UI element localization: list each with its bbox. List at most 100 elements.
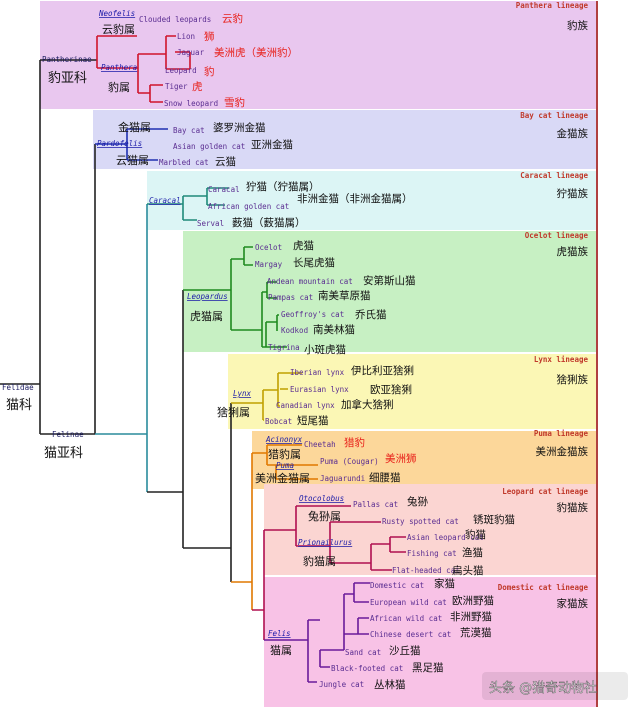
lineage-name-label: Panthera lineage bbox=[516, 1, 589, 10]
species-cn-label: 豹猫 bbox=[465, 528, 486, 541]
genus-cn-label: 兔狲属 bbox=[308, 509, 341, 523]
species-en-label: Ocelot bbox=[255, 243, 282, 252]
lineage-name-label: Domestic cat lineage bbox=[498, 583, 589, 592]
species-en-label: Jaguarundi bbox=[320, 474, 365, 483]
branch-line bbox=[183, 246, 287, 348]
genus-latin-label: Caracal bbox=[149, 196, 181, 205]
species-cn-label: 荒漠猫 bbox=[460, 626, 492, 639]
species-cn-label: 长尾虎猫 bbox=[293, 256, 335, 269]
species-en-label: Flat-headed cat bbox=[392, 566, 460, 575]
branch-line bbox=[231, 372, 302, 421]
species-en-label: Asian leopard cat bbox=[407, 533, 484, 542]
genus-cn-label: 豹猫属 bbox=[303, 555, 336, 568]
species-en-label: Rusty spotted cat bbox=[382, 517, 459, 526]
species-en-label: African golden cat bbox=[208, 202, 289, 211]
lineage-cn-label: 家猫族 bbox=[557, 597, 589, 610]
species-cn-label: 非洲金猫（非洲金猫属） bbox=[297, 192, 413, 205]
genus-latin-label: Leopardus bbox=[187, 292, 228, 301]
species-cn-label: 乔氏猫 bbox=[355, 308, 387, 321]
species-en-label: Serval bbox=[197, 219, 224, 228]
genus-latin-label: Neofelis bbox=[98, 9, 135, 18]
watermark: 头条 @猎奇动物社 bbox=[482, 672, 628, 700]
species-en-label: Canadian lynx bbox=[276, 401, 335, 410]
species-en-label: Puma (Cougar) bbox=[320, 457, 379, 466]
genus-cn-label: 猎豹属 bbox=[268, 447, 301, 461]
species-en-label: Leopard bbox=[165, 66, 197, 75]
species-en-label: Bay cat bbox=[173, 126, 205, 135]
species-cn-label: 黑足猫 bbox=[412, 661, 444, 674]
species-cn-label: 渔猫 bbox=[462, 546, 483, 559]
genus-cn-label: 云豹属 bbox=[102, 23, 135, 36]
species-cn-label: 虎猫 bbox=[293, 239, 314, 252]
branch-line bbox=[183, 403, 232, 582]
species-cn-label: 南美草原猫 bbox=[318, 289, 371, 302]
root-latin-label: Felidae bbox=[2, 383, 34, 392]
species-en-label: Jungle cat bbox=[319, 680, 364, 689]
lineage-cn-label: 猞猁族 bbox=[557, 373, 589, 386]
genus-latin-label: Pardofelis bbox=[97, 139, 142, 148]
species-en-label: Lion bbox=[177, 32, 195, 41]
lineage-band bbox=[228, 354, 596, 429]
species-en-label: Bobcat bbox=[265, 417, 292, 426]
species-en-label: Tigrina bbox=[268, 343, 300, 352]
species-cn-label: 安第斯山猫 bbox=[363, 274, 416, 287]
genus-latin-label: Acinonyx bbox=[265, 435, 303, 444]
species-en-label: Margay bbox=[255, 260, 283, 269]
species-cn-label: 伊比利亚猞猁 bbox=[351, 364, 414, 377]
lineage-name-label: Lynx lineage bbox=[534, 355, 589, 364]
species-en-label: Clouded leopards bbox=[139, 15, 211, 24]
lineage-cn-label: 豹猫族 bbox=[557, 501, 589, 514]
species-en-label: Geoffroy's cat bbox=[281, 310, 344, 319]
genus-latin-label: Felis bbox=[268, 629, 291, 638]
lineage-cn-label: 金猫族 bbox=[557, 127, 589, 140]
lineage-band bbox=[147, 171, 596, 230]
branch-line bbox=[231, 453, 253, 610]
branch-line bbox=[0, 59, 97, 435]
species-cn-label: 豹 bbox=[204, 65, 215, 78]
species-en-label: Sand cat bbox=[345, 648, 381, 657]
genus-cn-label: 金猫属 bbox=[118, 120, 151, 134]
species-en-label: Pampas cat bbox=[268, 293, 313, 302]
lineage-name-label: Ocelot lineage bbox=[525, 231, 589, 240]
genus-latin-label: Puma bbox=[276, 461, 294, 470]
species-en-label: Asian golden cat bbox=[173, 142, 245, 151]
species-cn-label: 虎 bbox=[192, 81, 203, 93]
species-en-label: Cheetah bbox=[304, 440, 336, 449]
species-cn-label: 欧洲野猫 bbox=[452, 594, 494, 607]
subfamily-cn-label: 猫亚科 bbox=[44, 446, 83, 461]
species-cn-label: 亚洲金猫 bbox=[251, 138, 293, 151]
lineage-band bbox=[264, 484, 596, 575]
lineage-bands bbox=[40, 1, 598, 707]
lineage-band bbox=[264, 577, 596, 707]
species-cn-label: 狞猫（狞猫属） bbox=[246, 180, 320, 193]
lineage-cn-label: 美洲金猫族 bbox=[536, 445, 589, 458]
branch-line bbox=[264, 582, 370, 683]
genus-cn-label: 猫属 bbox=[270, 644, 292, 657]
species-cn-label: 扁头猫 bbox=[452, 564, 484, 577]
species-en-label: Domestic cat bbox=[370, 581, 424, 590]
species-en-label: Chinese desert cat bbox=[370, 630, 451, 639]
genus-latin-label: Otocolobus bbox=[299, 494, 344, 503]
tree-branches bbox=[0, 35, 406, 683]
species-cn-label: 短尾猫 bbox=[297, 414, 329, 427]
species-cn-label: 狮 bbox=[204, 30, 215, 43]
species-cn-label: 南美林猫 bbox=[313, 323, 355, 336]
genus-latin-label: Lynx bbox=[233, 389, 252, 398]
species-cn-label: 薮猫（薮猫属） bbox=[232, 216, 306, 229]
genus-cn-label: 豹属 bbox=[108, 81, 130, 94]
tree-labels: Felidae猫科Pantherinae豹亚科Felinae猫亚科Panther… bbox=[2, 1, 588, 691]
subfamily-cn-label: 豹亚科 bbox=[48, 71, 87, 86]
lineage-name-label: Leopard cat lineage bbox=[502, 487, 588, 496]
branch-line bbox=[147, 290, 184, 548]
species-cn-label: 美洲虎（美洲豹） bbox=[214, 46, 298, 59]
watermark-backdrop bbox=[482, 672, 628, 700]
lineage-name-label: Bay cat lineage bbox=[520, 111, 588, 120]
species-en-label: Black-footed cat bbox=[331, 664, 403, 673]
species-en-label: Kodkod bbox=[281, 326, 308, 335]
genus-cn-label: 美洲金猫属 bbox=[255, 471, 310, 485]
species-cn-label: 家猫 bbox=[434, 577, 455, 590]
species-cn-label: 细腰猫 bbox=[369, 471, 401, 484]
lineage-name-label: Puma lineage bbox=[534, 429, 589, 438]
species-en-label: Jaguar bbox=[177, 48, 205, 57]
